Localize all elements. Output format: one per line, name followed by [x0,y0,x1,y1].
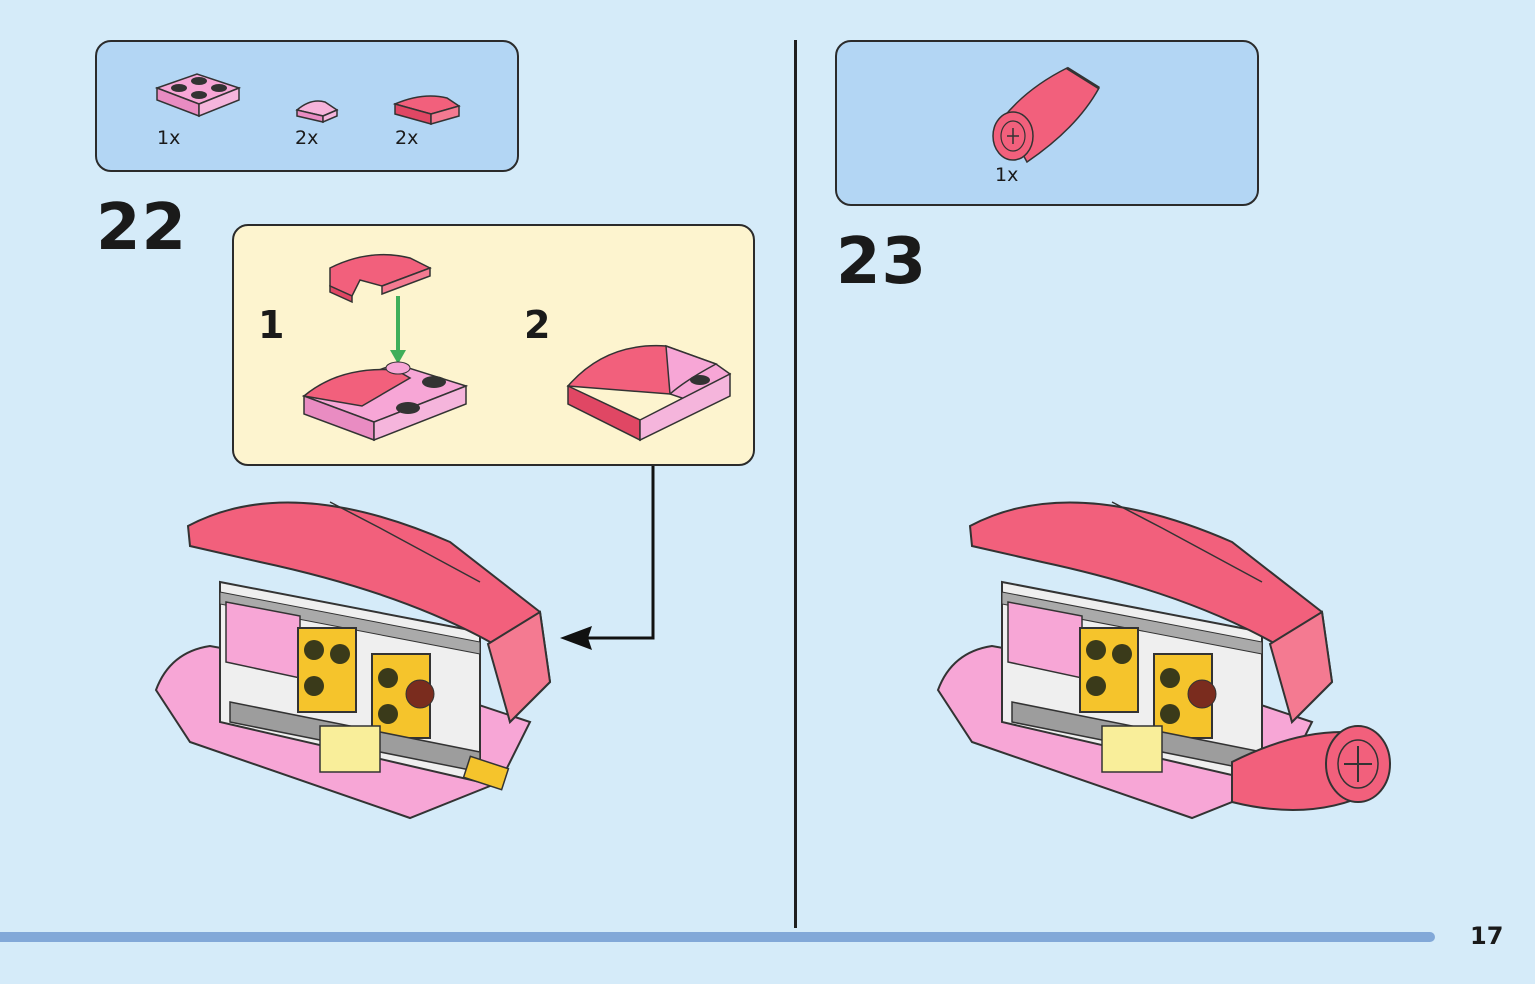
pink-plate-2x2-icon [154,73,242,118]
coral-curved-slope-icon [392,95,461,125]
pink-slope-small-icon [295,100,339,124]
step-number: 23 [836,225,928,299]
part-count: 2x [395,127,419,149]
part-count: 1x [995,164,1019,186]
part-count: 2x [295,127,319,149]
model-step-22 [154,501,552,820]
callout-arrow [560,466,655,650]
substep-1-illustration [301,253,469,442]
substep-number: 2 [524,303,551,347]
page-footer-bar [0,932,1435,942]
parts-list-step-23: 1x [835,40,1259,206]
step-number: 22 [96,191,188,265]
part-count: 1x [157,127,181,149]
substep-box: 1 2 [232,224,755,466]
parts-list-step-22: 1x 2x 2x [95,40,519,172]
model-step-23 [936,501,1391,820]
coral-tail-piece-icon [992,66,1100,164]
page-number: 17 [1470,922,1504,950]
substep-number: 1 [258,303,285,347]
page-divider [794,40,797,928]
substep-2-illustration [566,344,732,442]
